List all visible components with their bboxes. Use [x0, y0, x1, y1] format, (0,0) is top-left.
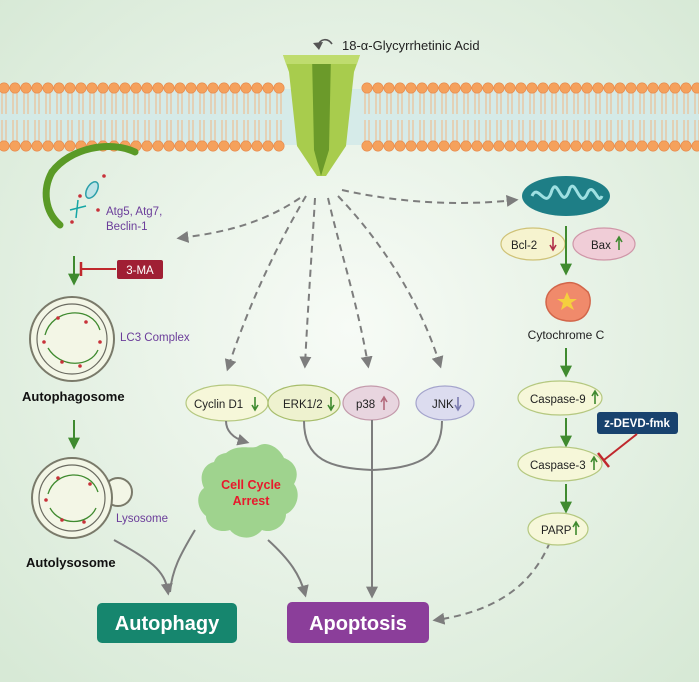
caspase3-label: Caspase-3 [530, 460, 586, 472]
cyclin-down-arrow [251, 397, 259, 412]
cytochrome-c-label: Cytochrome C [528, 328, 605, 342]
cell-membrane [0, 82, 699, 152]
autophagy-label: Autophagy [115, 613, 220, 635]
apoptosis-box [287, 602, 429, 643]
caspase3-up-arrow [590, 455, 598, 470]
parp-oval [527, 512, 589, 546]
caspase3-oval [517, 446, 603, 482]
signaling-ovals [185, 384, 475, 422]
autolysosome-shape [31, 457, 133, 539]
dashed-signal-arrows [176, 189, 519, 372]
inhibitor-3ma-box [117, 260, 163, 279]
regulation-arrows [251, 395, 462, 412]
p38-label: p38 [356, 399, 375, 411]
inhibitor-3ma-label: 3-MA [126, 265, 154, 277]
apoptosis-convergence [225, 420, 551, 625]
jnk-down-arrow [454, 397, 462, 412]
zdevd-box [597, 412, 678, 434]
cyclin-d1-label: Cyclin D1 [194, 399, 243, 411]
autophagy-proteins-line1: Atg5, Atg7, [106, 206, 162, 218]
autophagy-proteins-line2: Beclin-1 [106, 221, 148, 233]
membrane-channel [283, 55, 360, 176]
apoptosis-label: Apoptosis [309, 613, 407, 635]
autolysosome-label: Autolysosome [26, 555, 116, 570]
phagophore [42, 142, 139, 229]
inhibit-zdevd-bar [597, 452, 610, 468]
bcl2-label: Bcl-2 [511, 240, 537, 252]
inhibit-zdevd-line [603, 433, 638, 461]
autophagosome-label: Autophagosome [22, 389, 125, 404]
lysosome-label: Lysosome [116, 513, 168, 525]
caspase9-up-arrow [591, 389, 599, 404]
autophagy-box [97, 603, 237, 643]
compound-entry-arrowhead [313, 42, 323, 50]
autophagosome-shape [29, 296, 115, 382]
bax-up-arrow [615, 235, 623, 250]
cytochrome-c-shape [545, 281, 591, 322]
caspase9-oval [517, 380, 603, 416]
compound-label: 18-α-Glycyrrhetinic Acid [342, 38, 480, 53]
caspase9-label: Caspase-9 [530, 394, 586, 406]
erk-label: ERK1/2 [283, 399, 323, 411]
cell-cycle-arrest-line1: Cell Cycle [221, 478, 281, 492]
bax-label: Bax [591, 240, 611, 252]
p38-up-arrow [380, 395, 388, 410]
bcl2-down-arrow [549, 237, 557, 252]
erk-down-arrow [327, 397, 335, 412]
arrow-merge-autophagy [169, 529, 196, 593]
cell-cycle-arrest-line2: Arrest [233, 494, 271, 508]
parp-up-arrow [572, 520, 580, 535]
jnk-oval [415, 385, 475, 421]
bax-oval [572, 227, 636, 261]
arrow-lysosome-to-autophagy [113, 539, 173, 596]
lc3-complex-label: LC3 Complex [120, 332, 190, 344]
cell-cycle-arrest-blob [198, 444, 298, 538]
jnk-label: JNK [432, 399, 454, 411]
mitochondrion [522, 176, 610, 216]
parp-label: PARP [541, 525, 572, 537]
zdevd-label: z-DEVD-fmk [604, 418, 670, 430]
